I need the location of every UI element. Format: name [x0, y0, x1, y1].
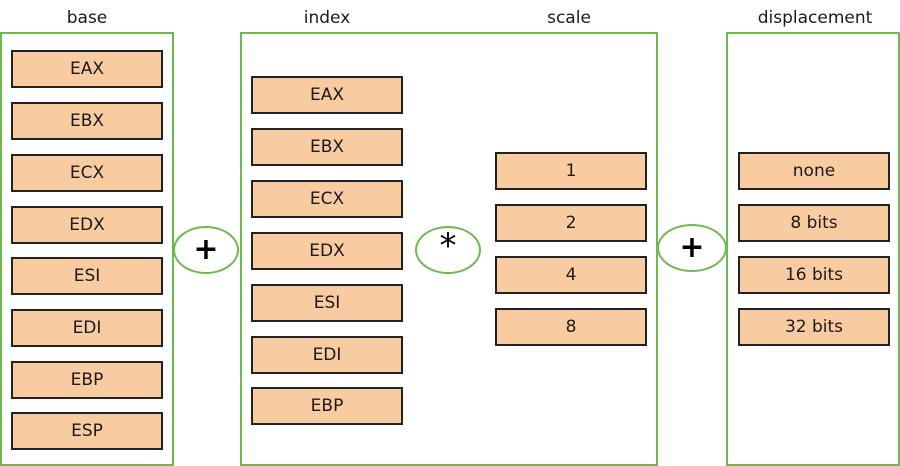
scale-value-2: 2 — [495, 204, 647, 242]
scale-value-1: 1 — [495, 152, 647, 190]
displacement-8-bits: 8 bits — [738, 204, 890, 242]
plus-operator-1: + — [173, 226, 239, 274]
index-register-esi: ESI — [251, 284, 403, 322]
base-register-edi: EDI — [11, 309, 163, 347]
base-register-esi: ESI — [11, 257, 163, 295]
index-register-edx: EDX — [251, 232, 403, 270]
index-register-ebp: EBP — [251, 387, 403, 425]
scale-value-8: 8 — [495, 308, 647, 346]
displacement-none: none — [738, 152, 890, 190]
displacement-group: none 8 bits 16 bits 32 bits — [726, 32, 900, 466]
index-register-edi: EDI — [251, 336, 403, 374]
index-register-eax: EAX — [251, 76, 403, 114]
base-group: EAX EBX ECX EDX ESI EDI EBP ESP — [0, 32, 174, 466]
base-heading: base — [66, 8, 108, 28]
index-register-ebx: EBX — [251, 128, 403, 166]
displacement-heading: displacement — [757, 8, 873, 28]
displacement-32-bits: 32 bits — [738, 308, 890, 346]
scale-value-4: 4 — [495, 256, 647, 294]
plus-symbol: + — [193, 232, 219, 267]
base-register-edx: EDX — [11, 206, 163, 244]
base-register-ecx: ECX — [11, 154, 163, 192]
plus-symbol: + — [679, 230, 705, 265]
index-scale-group: EAX EBX ECX EDX ESI EDI EBP 1 2 4 8 — [240, 32, 658, 466]
index-register-ecx: ECX — [251, 180, 403, 218]
scale-heading: scale — [547, 8, 591, 28]
asterisk-symbol: * — [439, 226, 457, 266]
displacement-16-bits: 16 bits — [738, 256, 890, 294]
base-register-esp: ESP — [11, 412, 163, 450]
base-register-eax: EAX — [11, 50, 163, 88]
plus-operator-2: + — [657, 224, 727, 272]
base-register-ebx: EBX — [11, 102, 163, 140]
multiply-operator: * — [415, 226, 481, 274]
base-register-ebp: EBP — [11, 361, 163, 399]
index-heading: index — [303, 8, 351, 28]
